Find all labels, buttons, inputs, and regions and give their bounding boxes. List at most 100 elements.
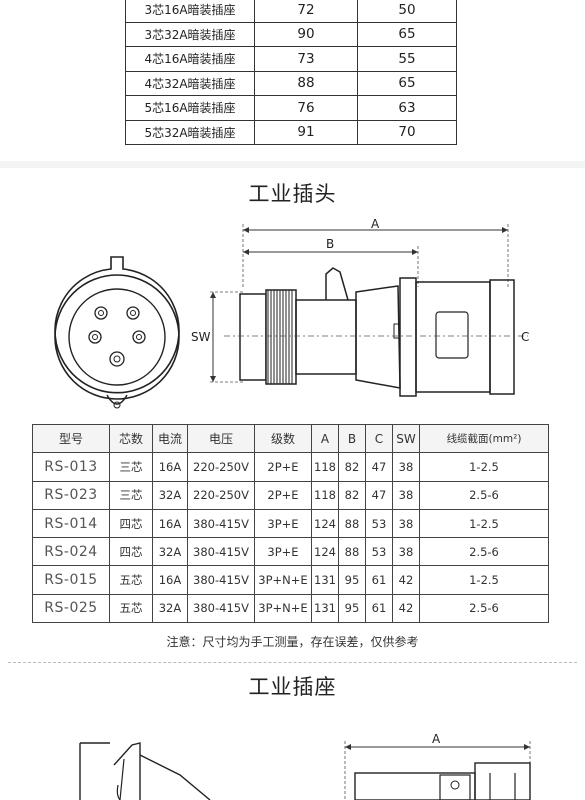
socket-table-cell: 55	[357, 46, 457, 72]
plug-table-cell: 3P+E	[254, 508, 312, 539]
plug-table-cell: 38	[392, 537, 420, 567]
socket-table-cell: 5芯32A暗装插座	[125, 119, 255, 145]
plug-table-header-cell: B	[338, 423, 366, 454]
plug-table-cell: 53	[365, 508, 393, 539]
plug-table-cell: RS-025	[32, 593, 110, 624]
socket-front-view-drawing: A	[344, 732, 531, 800]
plug-table-cell: RS-013	[32, 452, 110, 482]
socket-table-cell: 91	[254, 119, 358, 145]
plug-table-header-cell: 级数	[254, 423, 312, 454]
plug-table-cell: 380-415V	[187, 565, 255, 595]
plug-table-cell: 42	[392, 593, 420, 624]
plug-table-cell: RS-014	[32, 508, 110, 539]
socket-table-cell: 65	[357, 70, 457, 96]
socket-table-cell: 5芯16A暗装插座	[125, 95, 255, 121]
socket-table-cell: 4芯32A暗装插座	[125, 70, 255, 96]
plug-table-cell: 131	[311, 593, 339, 624]
socket-side-view-drawing	[79, 742, 211, 800]
plug-table-header-cell: 芯数	[109, 423, 153, 454]
plug-table-cell: 82	[338, 480, 366, 510]
plug-table-cell: 61	[365, 593, 393, 624]
plug-table-cell: 1-2.5	[419, 508, 549, 539]
plug-table-cell: 四芯	[109, 537, 153, 567]
dashed-divider	[8, 662, 577, 663]
plug-table-cell: 82	[338, 452, 366, 482]
plug-table-cell: 38	[392, 452, 420, 482]
plug-table-cell: 五芯	[109, 593, 153, 624]
plug-table-cell: 42	[392, 565, 420, 595]
dimension-c-label: C	[521, 330, 529, 344]
socket-table-cell: 76	[254, 95, 358, 121]
plug-table-cell: 118	[311, 452, 339, 482]
plug-table-cell: 三芯	[109, 480, 153, 510]
socket-table-cell: 3芯32A暗装插座	[125, 21, 255, 47]
plug-table-cell: 220-250V	[187, 480, 255, 510]
plug-table-cell: RS-015	[32, 565, 110, 595]
plug-table-cell: 88	[338, 508, 366, 539]
measurement-note: 注意：尺寸均为手工测量，存在误差，仅供参考	[166, 635, 419, 649]
plug-table-cell: 2.5-6	[419, 593, 549, 624]
plug-table-cell: 380-415V	[187, 593, 255, 624]
socket-section-title: 工业插座	[248, 675, 337, 699]
socket-table-cell: 4芯16A暗装插座	[125, 46, 255, 72]
socket-table-cell: 65	[357, 21, 457, 47]
socket-table-cell: 72	[254, 0, 358, 23]
plug-table-header-cell: 线缆截面(mm²)	[419, 423, 549, 454]
socket-table-cell: 90	[254, 21, 358, 47]
socket-table-cell: 88	[254, 70, 358, 96]
dimension-a-label: A	[371, 217, 380, 231]
plug-table-cell: 131	[311, 565, 339, 595]
plug-section-title: 工业插头	[248, 182, 337, 206]
plug-table-cell: 16A	[152, 452, 188, 482]
plug-table-cell: 32A	[152, 537, 188, 567]
plug-table-cell: 95	[338, 565, 366, 595]
plug-table-header-cell: SW	[392, 423, 420, 454]
socket-table-cell: 50	[357, 0, 457, 23]
plug-table-cell: 3P+E	[254, 537, 312, 567]
section-separator	[0, 161, 585, 168]
plug-table-header-cell: C	[365, 423, 393, 454]
plug-side-view-drawing: A B SW C	[191, 217, 529, 397]
plug-table-cell: 38	[392, 480, 420, 510]
plug-table-cell: 124	[311, 537, 339, 567]
plug-table-cell: 124	[311, 508, 339, 539]
plug-table-cell: RS-024	[32, 537, 110, 567]
plug-table-cell: 3P+N+E	[254, 565, 312, 595]
plug-table-cell: 2.5-6	[419, 537, 549, 567]
plug-table-cell: 2.5-6	[419, 480, 549, 510]
plug-table-cell: 1-2.5	[419, 565, 549, 595]
plug-table-cell: 2P+E	[254, 452, 312, 482]
plug-table-cell: 220-250V	[187, 452, 255, 482]
plug-table-cell: 53	[365, 537, 393, 567]
plug-table-cell: 95	[338, 593, 366, 624]
socket-dimension-a-label: A	[432, 732, 441, 746]
plug-table-cell: 四芯	[109, 508, 153, 539]
socket-table-cell: 63	[357, 95, 457, 121]
plug-table-cell: 38	[392, 508, 420, 539]
plug-table-cell: 1-2.5	[419, 452, 549, 482]
plug-table-cell: 118	[311, 480, 339, 510]
plug-table-cell: 47	[365, 452, 393, 482]
plug-table-cell: 32A	[152, 593, 188, 624]
socket-table-cell: 70	[357, 119, 457, 145]
socket-table-cell: 73	[254, 46, 358, 72]
socket-table-cell: 3芯16A暗装插座	[125, 0, 255, 23]
plug-table-cell: 32A	[152, 480, 188, 510]
plug-table-cell: RS-023	[32, 480, 110, 510]
plug-table-cell: 2P+E	[254, 480, 312, 510]
plug-table-cell: 380-415V	[187, 508, 255, 539]
plug-table-header-cell: 型号	[32, 423, 110, 454]
